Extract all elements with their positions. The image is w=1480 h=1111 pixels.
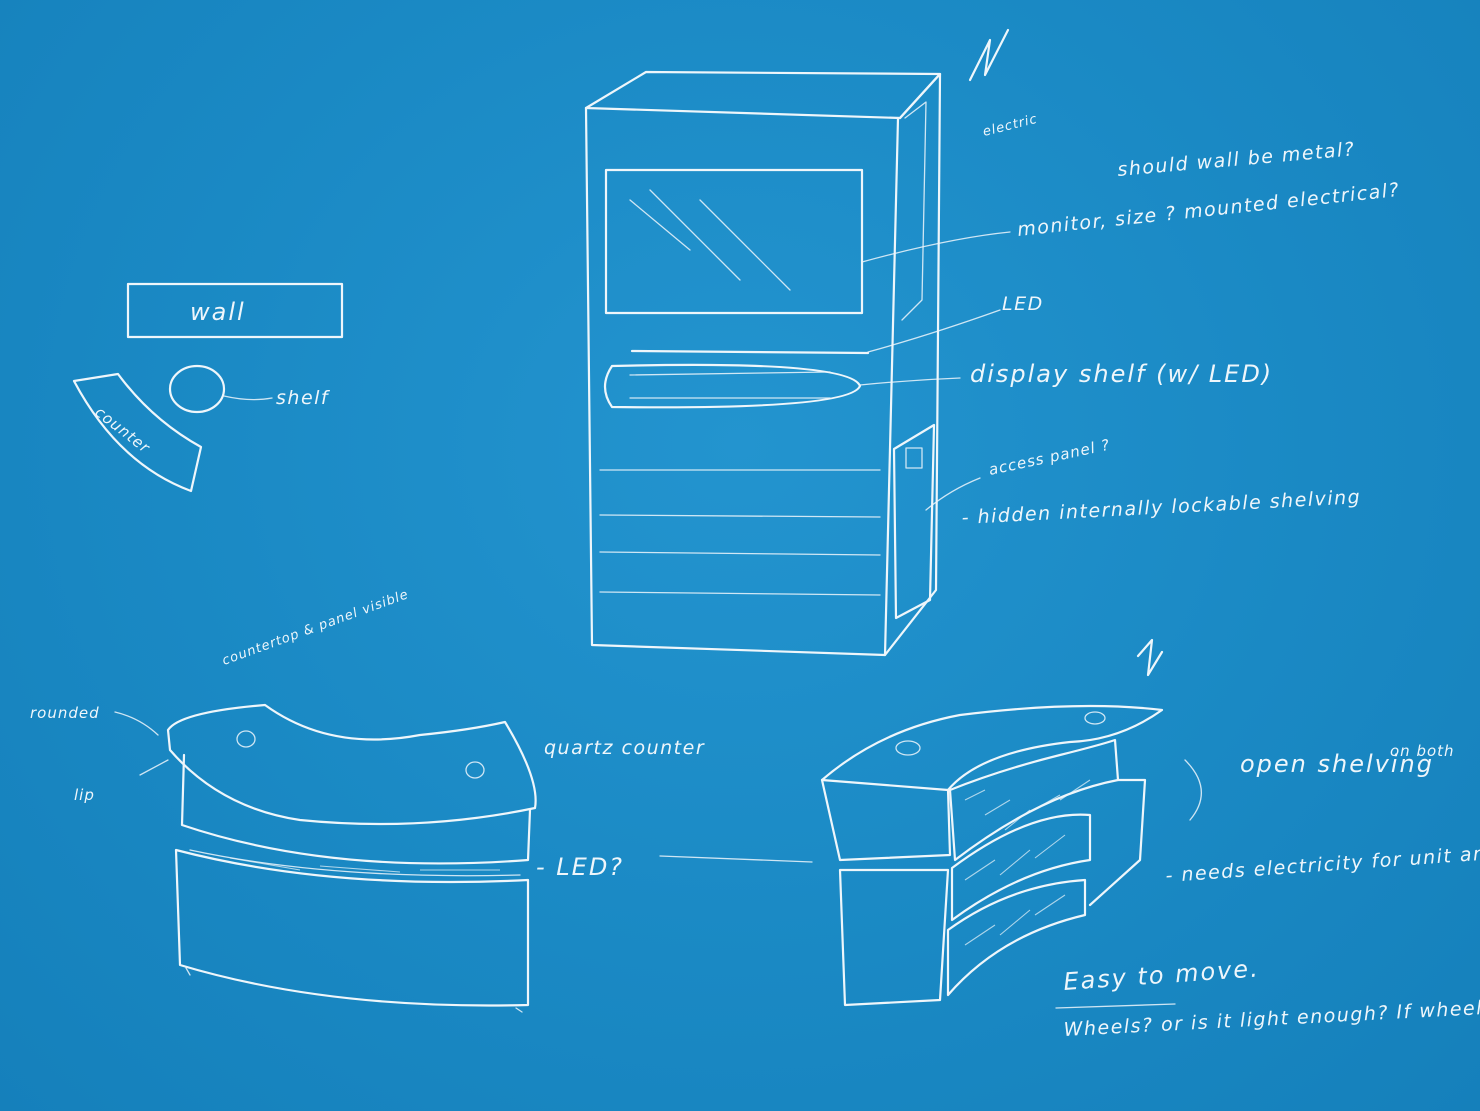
- note-rounded: rounded: [30, 704, 100, 722]
- note-display-shelf: display shelf (w/ LED): [970, 360, 1273, 388]
- wall-plan-outline: [126, 282, 344, 339]
- shelving-counter-sketch: open shelving on both - needs electricit…: [820, 638, 1480, 1041]
- countertop-outline: [166, 703, 537, 826]
- monitor-glare: [629, 189, 791, 291]
- shelf-band-3: [946, 878, 1087, 997]
- wall-unit-side-face: [883, 72, 942, 657]
- shelving-grommet-left: [895, 740, 921, 756]
- shelving-upper-box: [820, 778, 952, 862]
- shelving-lower-box: [838, 868, 950, 1007]
- access-leader: [925, 477, 981, 511]
- note-wheels: Wheels? or is it light enough? If wheels…: [1063, 985, 1480, 1041]
- note-electric: electric: [981, 112, 1039, 140]
- note-lip: lip: [74, 786, 95, 804]
- counter-led-hatch: [229, 857, 500, 873]
- panel-lines: [599, 469, 881, 596]
- shelf-band-1: [948, 738, 1120, 862]
- counter-plan-outline: [72, 372, 203, 493]
- note-countertop: countertop & panel visible: [220, 587, 411, 669]
- note-monitor-size: monitor, size ? mounted electrical?: [1016, 179, 1401, 241]
- counter-upper-body: [180, 753, 532, 865]
- shelving-grommet-right: [1084, 711, 1106, 725]
- shelving-hatch: [964, 779, 1091, 946]
- north-arrow-bottom-icon: [1136, 638, 1164, 677]
- shelving-side: [1088, 778, 1147, 907]
- note-led-question: - LED?: [536, 853, 624, 881]
- note-needs-electricity: - needs electricity for unit and for sur…: [1165, 824, 1480, 887]
- easy-to-move-underline: [1055, 1003, 1176, 1009]
- monitor-leader: [861, 231, 1011, 263]
- note-hidden-shelving: - hidden internally lockable shelving: [961, 486, 1362, 529]
- led-arrow: [659, 855, 813, 863]
- shelf-band-2: [950, 813, 1092, 922]
- note-led: LED: [1002, 293, 1044, 315]
- shelf-plan-circle: [168, 364, 226, 414]
- led-strip: [630, 349, 870, 355]
- note-open-shelving: open shelving: [1240, 750, 1434, 778]
- shelf-plan-leader: [223, 395, 273, 401]
- wall-unit-top-face: [584, 70, 942, 120]
- note-easy-to-move: Easy to move.: [1062, 954, 1260, 996]
- shelf-plan-label: shelf: [276, 387, 331, 409]
- curved-counter-sketch: countertop & panel visible rounded lip q…: [30, 587, 813, 1013]
- display-shelf-inner: [629, 371, 831, 399]
- lip-leader: [139, 759, 169, 776]
- access-panel-lock: [905, 447, 923, 469]
- display-shelf-outline: [603, 363, 862, 409]
- wall-plan-label: wall: [190, 298, 246, 326]
- note-quartz-counter: quartz counter: [544, 737, 705, 759]
- rounded-leader: [114, 711, 159, 736]
- shelving-counter-top: [820, 704, 1164, 792]
- counter-lower-body: [174, 848, 530, 1007]
- plan-view: wall shelf counter: [72, 282, 344, 493]
- side-electric-strip: [901, 101, 927, 321]
- counter-feet: [185, 967, 523, 1013]
- note-unclear-right: on both: [1390, 742, 1455, 760]
- monitor-outline: [604, 168, 864, 315]
- wall-unit-front-face: [584, 106, 900, 657]
- countertop-grommet-right: [465, 761, 485, 779]
- open-shelving-bracket: [1184, 759, 1203, 821]
- shelf-leader: [859, 377, 961, 386]
- note-access-panel: access panel ?: [987, 436, 1112, 479]
- access-panel-outline: [892, 423, 936, 620]
- countertop-grommet-left: [236, 730, 256, 748]
- led-leader: [867, 309, 1001, 353]
- note-should-wall-be-metal: should wall be metal?: [1117, 138, 1357, 181]
- north-arrow-top-icon: [968, 28, 1010, 82]
- counter-led-band-top: [189, 849, 521, 877]
- wall-unit-sketch: electric should wall be metal? monitor, …: [584, 28, 1401, 657]
